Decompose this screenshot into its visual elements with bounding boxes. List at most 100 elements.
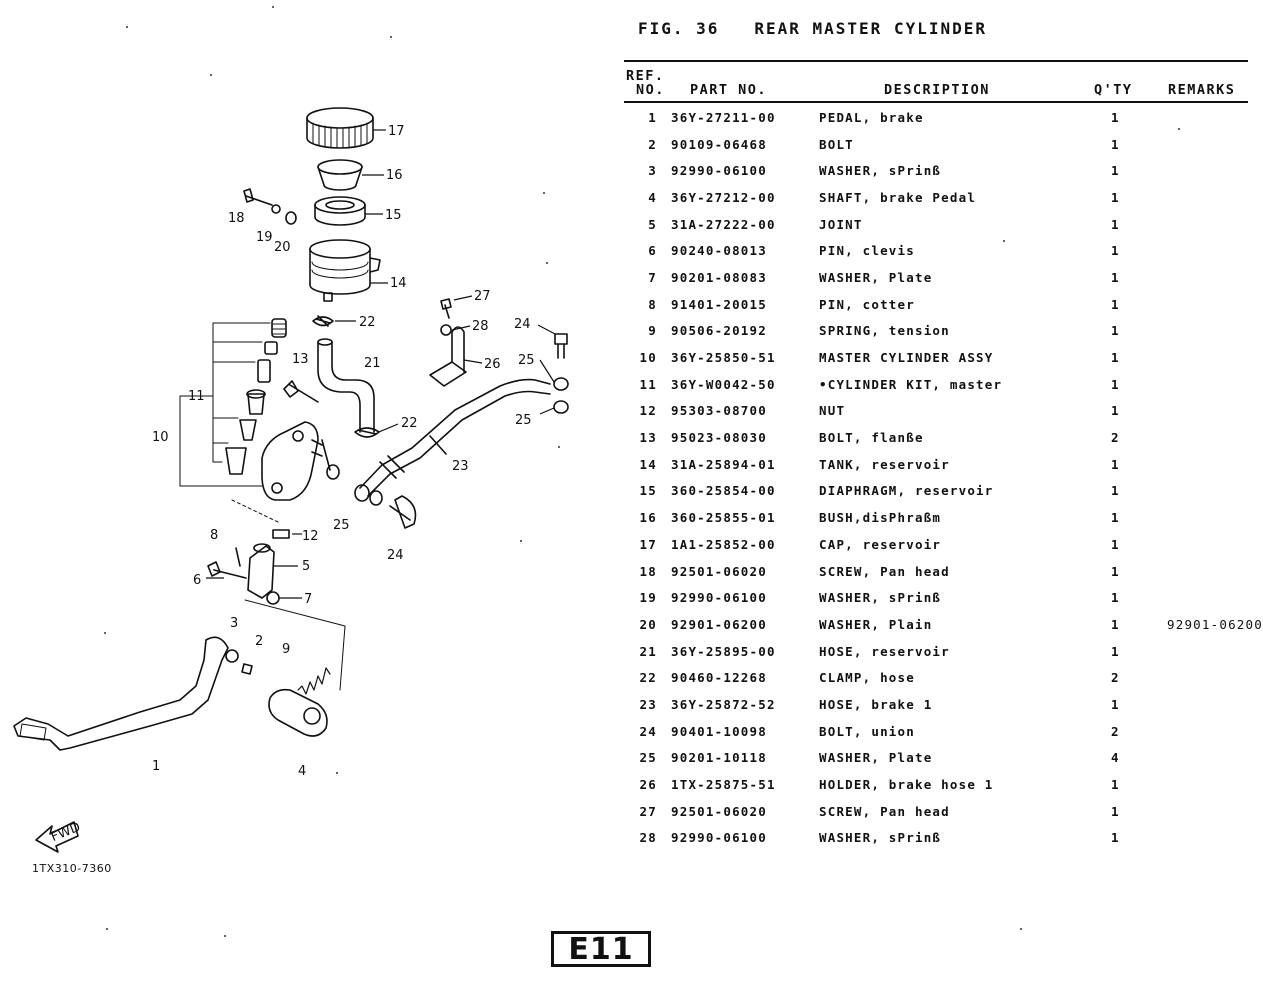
part-number-cell: 90109-06468 xyxy=(671,136,767,152)
callout-24b: 24 xyxy=(387,548,404,563)
description-cell: PIN, clevis xyxy=(819,243,915,259)
quantity-cell: 1 xyxy=(1111,590,1120,606)
part-number-cell: 92501-06020 xyxy=(671,563,767,579)
figure-label: FIG. 36 xyxy=(638,19,720,38)
quantity-cell: 1 xyxy=(1111,483,1120,499)
quantity-cell: 1 xyxy=(1111,350,1120,366)
part-number-cell: 92990-06100 xyxy=(671,163,767,179)
remarks-cell xyxy=(1167,718,1248,745)
ref-no-cell: 27 xyxy=(639,803,657,819)
quantity-cell: 1 xyxy=(1111,616,1120,632)
remarks-cell xyxy=(1167,771,1248,798)
part-number-cell: 1A1-25852-00 xyxy=(671,536,776,552)
remarks-cell xyxy=(1167,798,1248,825)
ref-no-cell: 4 xyxy=(648,189,657,205)
remarks-cell xyxy=(1167,211,1248,238)
part-10-master-cylinder xyxy=(261,421,323,501)
part-16-bush xyxy=(317,159,363,191)
part-number-cell: 90460-12268 xyxy=(671,670,767,686)
remarks-cell xyxy=(1167,264,1248,291)
remarks-cell xyxy=(1167,344,1248,371)
ref-no-cell: 10 xyxy=(639,350,657,366)
callout-27: 27 xyxy=(474,289,491,304)
description-cell: WASHER, sPrinß xyxy=(819,163,942,179)
callout-14: 14 xyxy=(390,276,407,291)
callout-16: 16 xyxy=(386,168,403,183)
callout-2: 2 xyxy=(255,634,263,649)
quantity-cell: 1 xyxy=(1111,536,1120,552)
ref-no-cell: 3 xyxy=(648,163,657,179)
quantity-cell: 1 xyxy=(1111,643,1120,659)
ref-no-cell: 16 xyxy=(639,510,657,526)
callout-11: 11 xyxy=(188,389,205,404)
part-number-cell: 92901-06200 xyxy=(671,616,767,632)
quantity-cell: 2 xyxy=(1111,723,1120,739)
page-number-box: E11 xyxy=(551,931,651,967)
remarks-cell xyxy=(1167,638,1248,665)
description-cell: WASHER, Plain xyxy=(819,616,933,632)
part-15-diaphragm xyxy=(314,196,366,226)
quantity-cell: 1 xyxy=(1111,296,1120,312)
callout-4: 4 xyxy=(298,764,306,779)
quantity-cell: 1 xyxy=(1111,323,1120,339)
callout-9: 9 xyxy=(282,642,290,657)
ref-no-cell: 26 xyxy=(639,777,657,793)
quantity-cell: 1 xyxy=(1111,216,1120,232)
remarks-cell xyxy=(1167,478,1248,505)
part-1-brake-pedal xyxy=(13,636,229,751)
header-ref-line2: NO. xyxy=(636,82,665,98)
remarks-cell xyxy=(1167,104,1248,131)
quantity-cell: 1 xyxy=(1111,136,1120,152)
part-number-cell: 36Y-25895-00 xyxy=(671,643,776,659)
description-cell: CAP, reservoir xyxy=(819,536,942,552)
callout-19: 19 xyxy=(256,230,273,245)
description-cell: PEDAL, brake xyxy=(819,109,924,125)
remarks-cell xyxy=(1167,184,1248,211)
remarks-cell xyxy=(1167,584,1248,611)
ref-no-cell: 23 xyxy=(639,696,657,712)
quantity-cell: 1 xyxy=(1111,777,1120,793)
description-cell: HOLDER, brake hose 1 xyxy=(819,777,994,793)
callout-25a: 25 xyxy=(518,353,535,368)
ref-no-cell: 1 xyxy=(648,109,657,125)
callout-25b: 25 xyxy=(515,413,532,428)
remarks-cell xyxy=(1167,237,1248,264)
figure-title: FIG. 36 REAR MASTER CYLINDER xyxy=(638,19,987,38)
callout-6: 6 xyxy=(193,573,201,588)
callout-26: 26 xyxy=(484,357,501,372)
description-cell: NUT xyxy=(819,403,846,419)
remarks-cell xyxy=(1167,291,1248,318)
part-number-cell: 31A-27222-00 xyxy=(671,216,776,232)
part-number-cell: 95303-08700 xyxy=(671,403,767,419)
part-number-cell: 90201-08083 xyxy=(671,269,767,285)
part-number-cell: 36Y-25872-52 xyxy=(671,696,776,712)
remarks-cell xyxy=(1167,318,1248,345)
description-cell: SCREW, Pan head xyxy=(819,563,950,579)
remarks-cell xyxy=(1167,664,1248,691)
figure-name: REAR MASTER CYLINDER xyxy=(754,19,987,38)
description-cell: BOLT, union xyxy=(819,723,915,739)
callout-22a: 22 xyxy=(359,315,376,330)
ref-no-cell: 13 xyxy=(639,430,657,446)
ref-no-cell: 12 xyxy=(639,403,657,419)
ref-no-cell: 24 xyxy=(639,723,657,739)
part-number-cell: 36Y-25850-51 xyxy=(671,350,776,366)
description-cell: DIAPHRAGM, reservoir xyxy=(819,483,994,499)
description-cell: JOINT xyxy=(819,216,863,232)
remarks-cell xyxy=(1167,131,1248,158)
